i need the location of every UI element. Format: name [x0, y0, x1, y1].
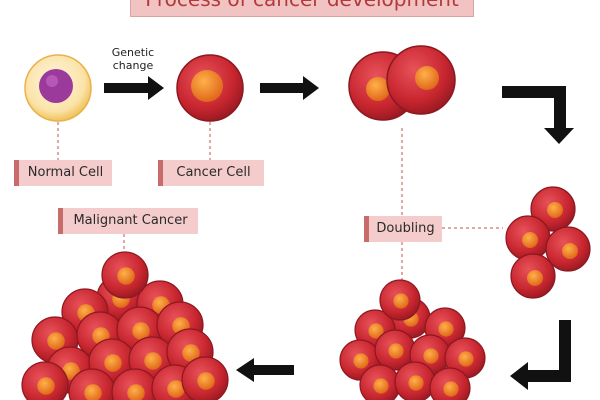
- cell-nucleus: [104, 354, 122, 372]
- cell-nucleus: [167, 380, 185, 398]
- arrow-annotation-line-2: change: [112, 59, 154, 72]
- cell-nucleus: [443, 381, 459, 397]
- arrow-annotation: Genetic change: [104, 46, 162, 72]
- cell-nucleus: [458, 351, 474, 367]
- diagram-title: Process of cancer development: [130, 0, 474, 17]
- cancer-cell-icon: [176, 54, 244, 122]
- cell-cluster-large-icon: [21, 251, 229, 400]
- cell-nucleus: [84, 384, 102, 400]
- label-doubling: Doubling: [364, 216, 442, 242]
- cell-nucleus: [423, 348, 439, 364]
- dividing-cells-icon: [348, 45, 456, 121]
- cell-nucleus: [47, 332, 65, 350]
- black-arrow-icon: [104, 76, 164, 100]
- corner-arrow-icon: [510, 320, 571, 390]
- cell-cluster-small-icon: [505, 186, 591, 299]
- cell-nucleus: [127, 384, 145, 400]
- cell-nucleus: [197, 372, 215, 390]
- cell-nucleus: [117, 267, 135, 285]
- cell-nucleus: [353, 353, 369, 369]
- cell-nucleus: [132, 322, 150, 340]
- cell-nucleus: [438, 321, 454, 337]
- normal-cell-icon: [24, 54, 92, 122]
- black-arrow-icon: [236, 358, 294, 382]
- cell-nucleus: [373, 378, 389, 394]
- cell-nucleus: [182, 344, 200, 362]
- label-cancer-cell: Cancer Cell: [158, 160, 264, 186]
- cell-nucleus: [408, 375, 424, 391]
- label-normal-cell: Normal Cell: [14, 160, 112, 186]
- cell-cluster-medium-icon: [339, 279, 486, 400]
- black-arrow-icon: [260, 76, 319, 100]
- corner-arrow-icon: [502, 86, 574, 144]
- cell-nucleus: [388, 343, 404, 359]
- cell-nucleus: [144, 352, 162, 370]
- label-malignant-cancer: Malignant Cancer: [58, 208, 198, 234]
- cell-nucleus: [368, 323, 384, 339]
- cell-nucleus: [393, 293, 409, 309]
- arrow-annotation-line-1: Genetic: [111, 46, 155, 59]
- cell-nucleus: [37, 377, 55, 395]
